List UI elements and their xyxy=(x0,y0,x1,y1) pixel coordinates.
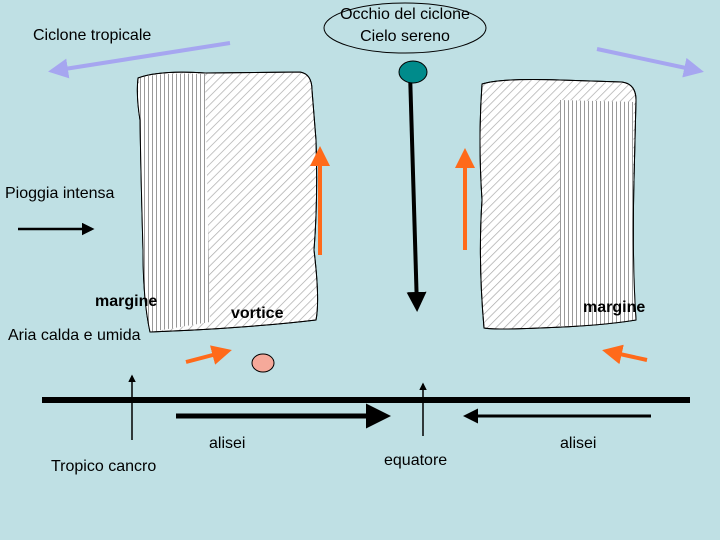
label-equator: equatore xyxy=(384,452,448,469)
warm-air-dot xyxy=(251,353,275,373)
label-tropic-cancer: Tropico cancro xyxy=(51,458,157,475)
label-eye: Occhio del ciclone Cielo sereno xyxy=(320,6,490,46)
label-vortex: vortice xyxy=(231,305,284,322)
eye-descending-arrow xyxy=(406,71,427,312)
eye-dot xyxy=(398,60,428,84)
inflow-arrow-right xyxy=(602,344,648,365)
label-trade-winds-right: alisei xyxy=(560,435,597,452)
cloud-wall-left xyxy=(136,71,319,333)
label-heavy-rain: Pioggia intensa xyxy=(5,185,115,202)
inflow-arrow-left xyxy=(185,345,232,365)
label-margin-right: margine xyxy=(583,299,646,316)
eye-ellipse xyxy=(323,2,487,54)
outflow-arrow-right xyxy=(596,47,704,78)
cloud-wall-right xyxy=(479,79,637,330)
outflow-arrow-left xyxy=(48,41,231,79)
label-trade-winds-left: alisei xyxy=(209,435,246,452)
label-eye-line1: Occhio del ciclone xyxy=(340,6,470,23)
label-warm-humid-air: Aria calda e umida xyxy=(8,327,141,344)
label-eye-line2: Cielo sereno xyxy=(360,28,450,45)
label-margin-left: margine xyxy=(95,293,158,310)
label-tropical-cyclone: Ciclone tropicale xyxy=(33,27,152,44)
